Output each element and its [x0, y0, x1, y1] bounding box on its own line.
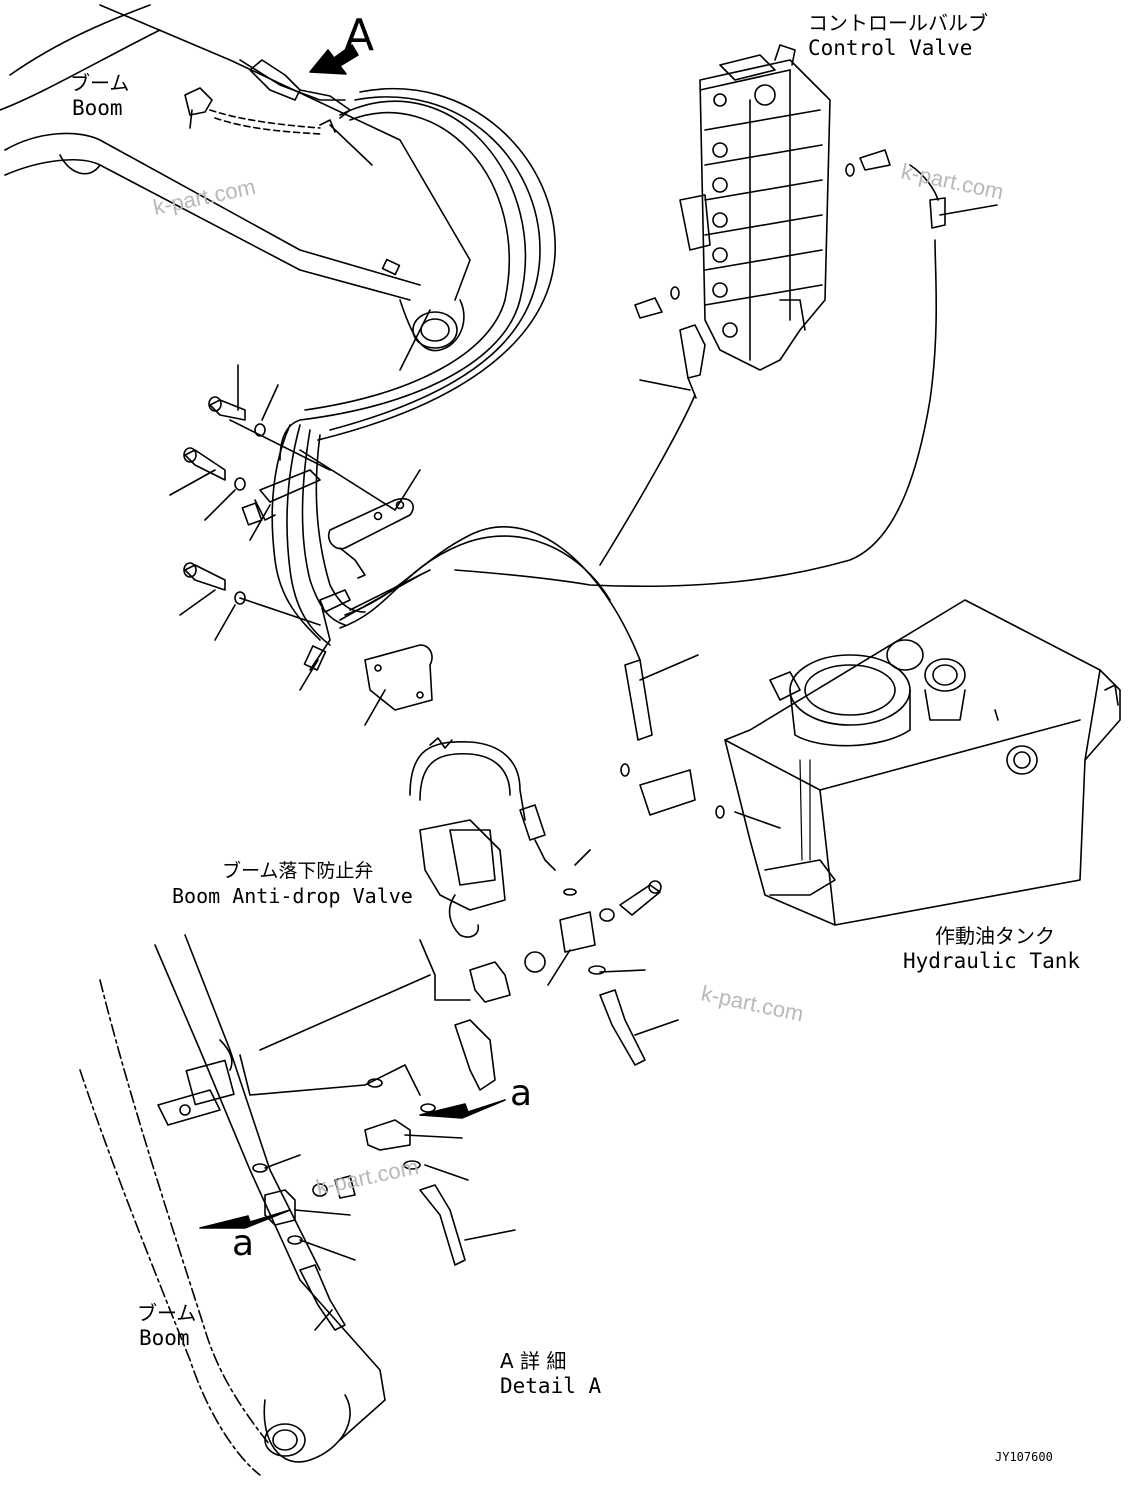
- callout-a-upper: a: [510, 1073, 532, 1114]
- hydraulic-tank: [724, 599, 1121, 926]
- boom-top-label-en: Boom: [72, 96, 123, 120]
- detail-a-label-en: Detail A: [500, 1374, 602, 1398]
- hose-bundle: [271, 87, 938, 661]
- anti-drop-valve-label-jp: ブーム落下防止弁: [222, 859, 373, 882]
- clamps-and-brackets: [169, 309, 433, 726]
- watermarks: k-part.com k-part.com k-part.com k-part.…: [151, 158, 1006, 1199]
- hydraulic-tank-label-jp: 作動油タンク: [935, 924, 1055, 948]
- watermark-3: k-part.com: [699, 980, 806, 1026]
- control-valve: [634, 44, 998, 399]
- watermark-4: k-part.com: [314, 1154, 421, 1200]
- anti-drop-valve-label-en: Boom Anti-drop Valve: [172, 884, 413, 908]
- callout-a-lower: a: [232, 1223, 254, 1264]
- view-arrow-label: A: [344, 10, 374, 61]
- leader-lines: [199, 811, 781, 1331]
- lower-boom: [79, 934, 386, 1476]
- detail-a-label-jp: A 詳 細: [500, 1349, 566, 1373]
- hydraulic-tank-label-en: Hydraulic Tank: [903, 949, 1080, 973]
- control-valve-label-en: Control Valve: [808, 36, 972, 60]
- text-labels: ブーム Boom A コントロールバルブ Control Valve ブーム落下…: [70, 10, 1080, 1464]
- view-arrow-a: [309, 44, 359, 75]
- boom-top-label-jp: ブーム: [70, 71, 129, 95]
- boom-bottom-label-en: Boom: [139, 1326, 190, 1350]
- watermark-2: k-part.com: [899, 158, 1006, 204]
- drawing-code: JY107600: [995, 1450, 1053, 1464]
- anti-drop-valve-assembly: [252, 654, 725, 1331]
- watermark-1: k-part.com: [151, 174, 258, 220]
- boom-bottom-label-jp: ブーム: [137, 1301, 196, 1325]
- upper-boom: [0, 4, 471, 352]
- control-valve-label-jp: コントロールバルブ: [808, 11, 988, 35]
